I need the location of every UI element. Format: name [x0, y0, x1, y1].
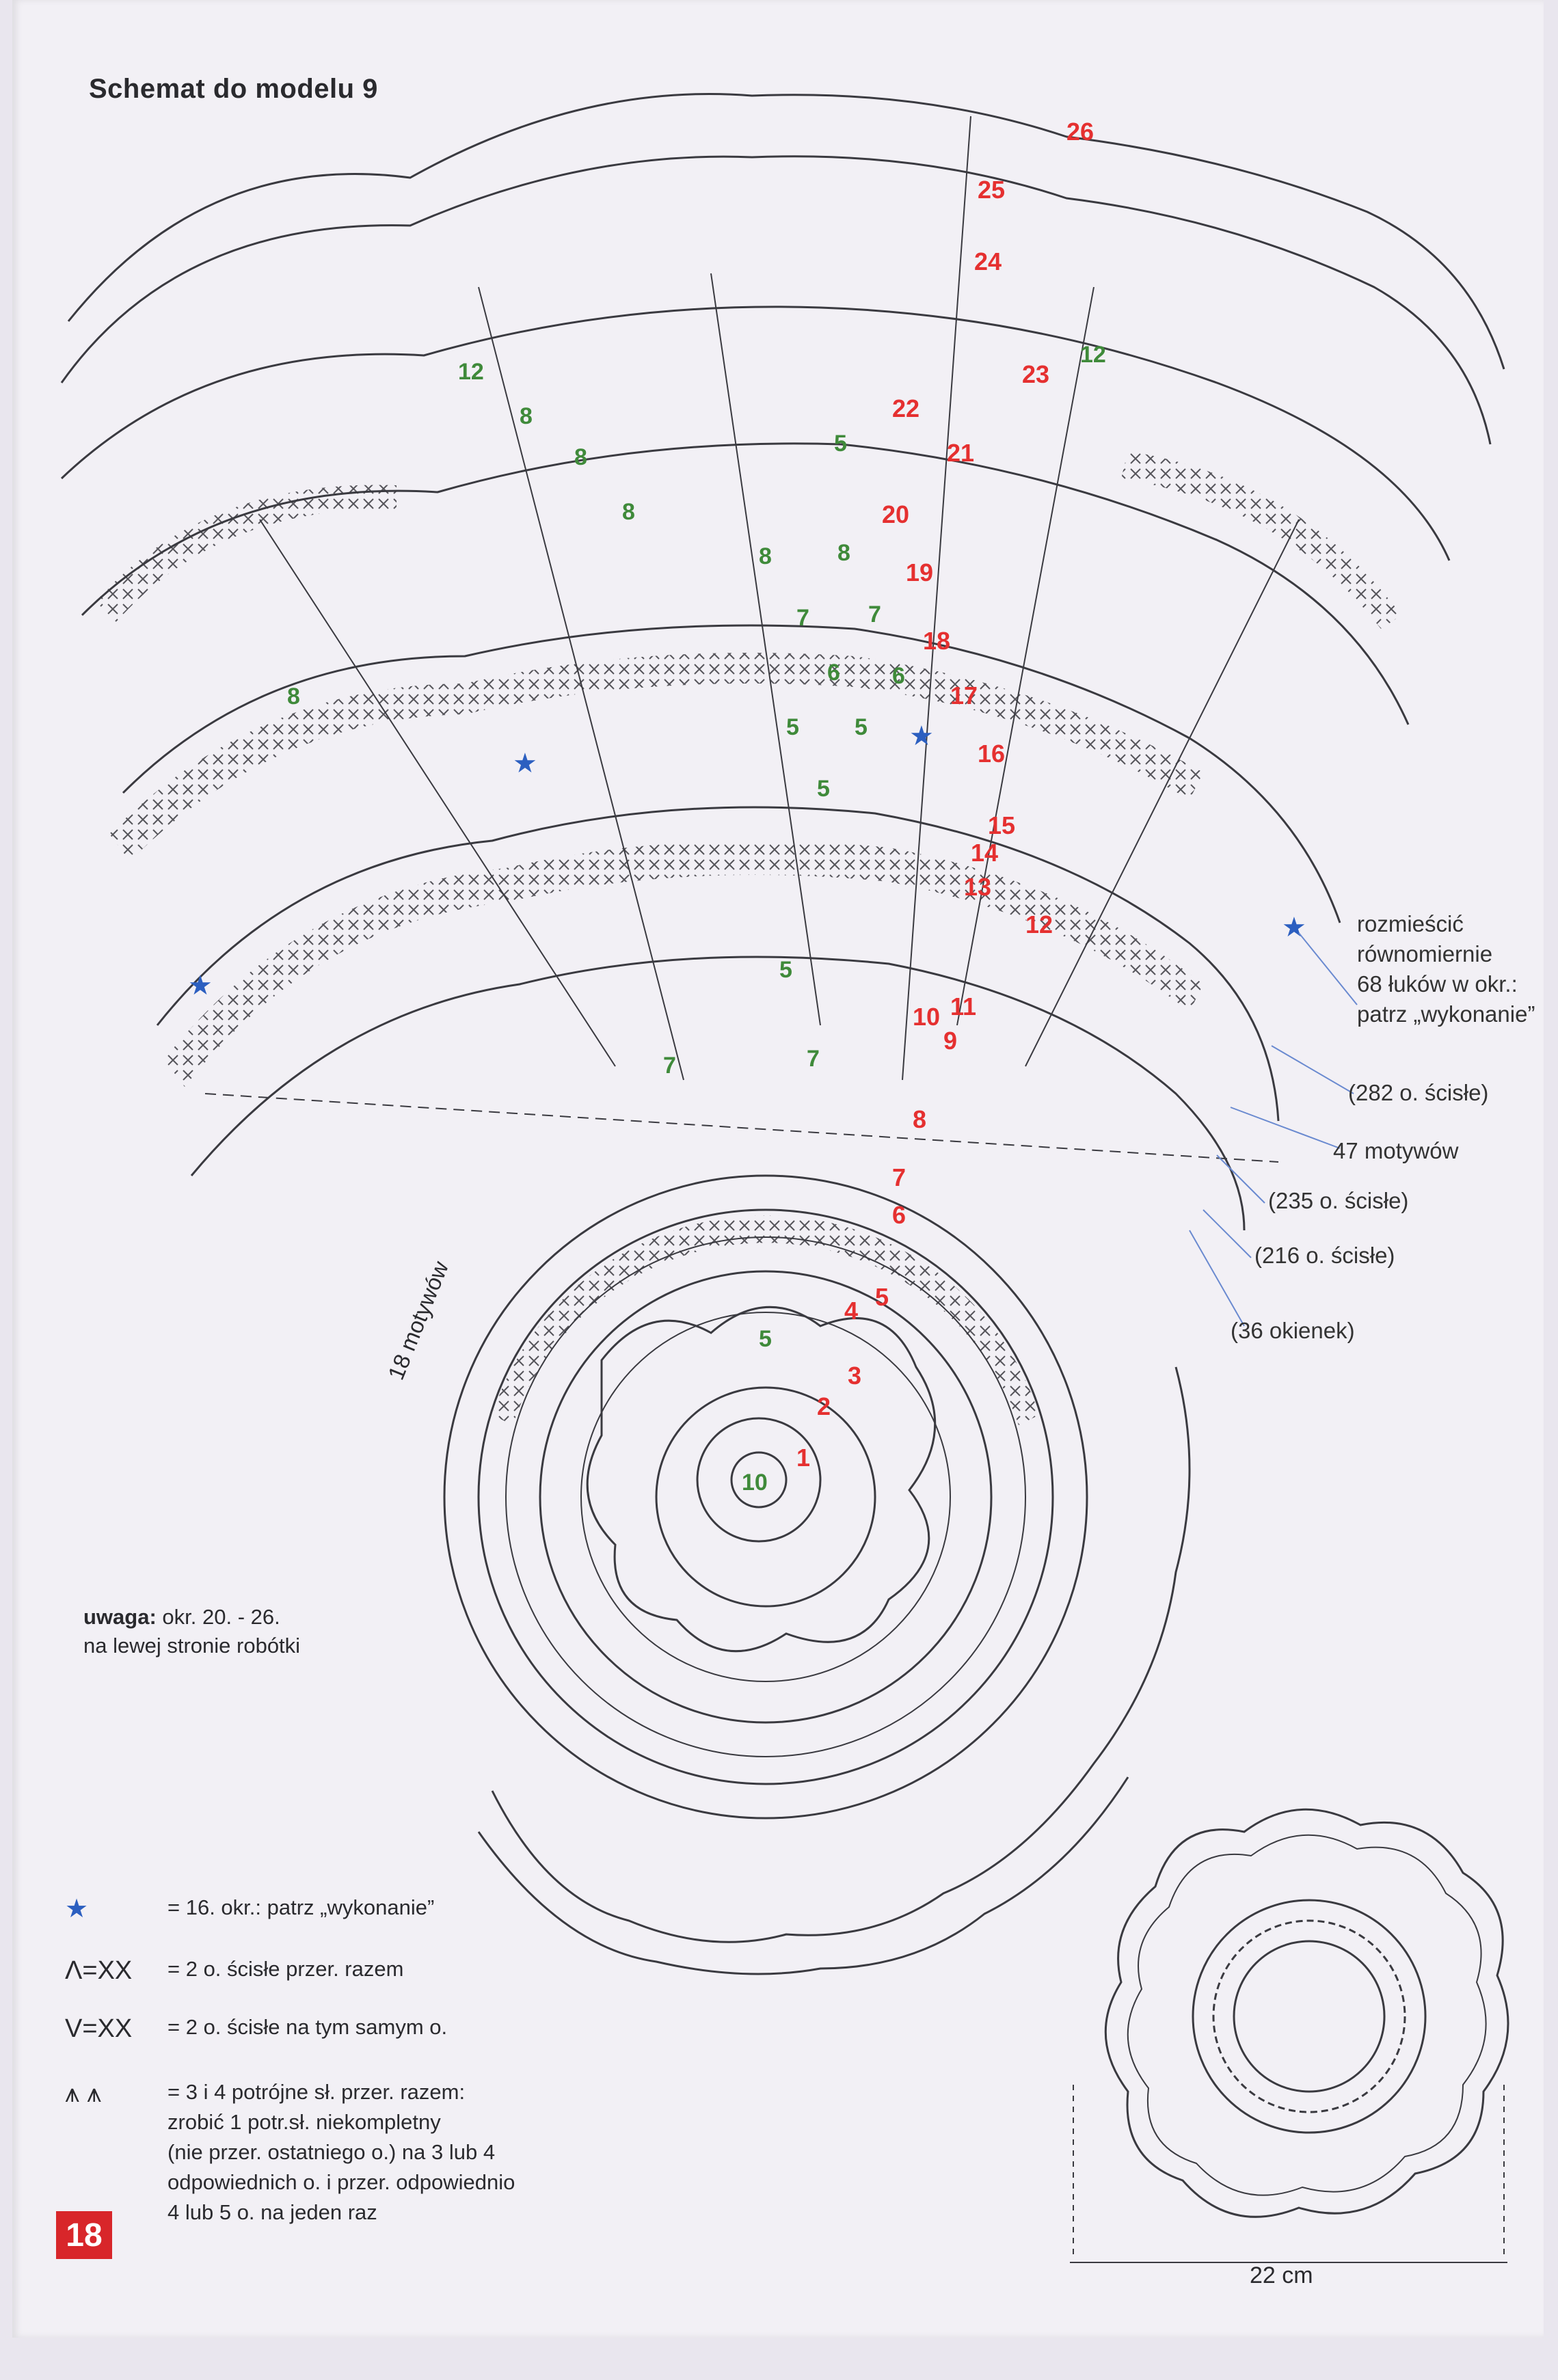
windows-36-label: (36 okienek) [1231, 1318, 1355, 1343]
motif-number: 5 [834, 431, 847, 457]
motif-number: 8 [574, 444, 587, 470]
motif-number: 8 [287, 684, 300, 709]
round-number: 1 [796, 1444, 810, 1472]
page [12, 0, 1544, 2338]
star-icon: ★ [513, 748, 537, 779]
star-icon: ★ [188, 970, 213, 1001]
round-number: 13 [964, 873, 991, 901]
round-number: 21 [947, 439, 974, 467]
round-number: 23 [1022, 360, 1049, 388]
round-number: 5 [875, 1283, 889, 1311]
legend-cluster-line: zrobić 1 potr.sł. niekompletny [167, 2110, 441, 2134]
legend-cluster: ⩚ ⩚= 3 i 4 potrójne sł. przer. razem: [65, 2079, 466, 2108]
round-number: 16 [978, 740, 1005, 768]
note: uwaga: okr. 20. - 26. na lewej stronie r… [83, 1605, 301, 1658]
star-icon: ★ [65, 1894, 89, 1923]
round-number: 12 [1025, 910, 1053, 938]
round-number: 15 [988, 811, 1015, 839]
size-label: 22 cm [1250, 2262, 1313, 2288]
increase-symbol-icon: V=XX [65, 2014, 133, 2043]
round-number: 9 [943, 1027, 957, 1055]
motif-number: 8 [759, 543, 772, 569]
legend-star: ★= 16. okr.: patrz „wykonanie” [65, 1894, 435, 1923]
round-number: 20 [882, 500, 909, 528]
motif-number: 5 [817, 776, 830, 802]
round-number: 8 [913, 1105, 926, 1133]
cluster-stitch-icon: ⩚ ⩚ [65, 2079, 102, 2108]
round-number: 4 [844, 1297, 858, 1325]
motif-number: 5 [855, 714, 868, 740]
motif-number: 10 [742, 1470, 768, 1496]
motif-number: 5 [759, 1326, 772, 1352]
motif-number: 8 [622, 499, 635, 525]
legend-increase: V=XX= 2 o. ścisłe na tym samym o. [65, 2014, 448, 2043]
round-number: 26 [1066, 118, 1094, 146]
star-icon: ★ [909, 720, 934, 752]
page-number: 18 [56, 2211, 112, 2259]
legend-decrease: Λ=XX= 2 o. ścisłe przer. razem [65, 1956, 404, 1985]
distribute-arcs-note: rozmieścić równomiernie 68 łuków w okr.:… [1357, 911, 1535, 1027]
motif-number: 7 [868, 601, 881, 627]
motif-number: 5 [779, 957, 792, 983]
motif-number: 12 [1080, 342, 1106, 368]
sc-216-label: (216 o. ścisłe) [1254, 1243, 1395, 1268]
motif-number: 7 [663, 1053, 676, 1079]
round-number: 11 [950, 992, 976, 1020]
round-number: 3 [848, 1362, 861, 1390]
round-number: 24 [974, 247, 1002, 275]
round-number: 7 [892, 1163, 906, 1191]
motifs-47-label: 47 motywów [1333, 1138, 1459, 1163]
round-number: 17 [950, 681, 978, 709]
legend-cluster-line: odpowiednich o. i przer. odpowiednio [167, 2170, 515, 2194]
round-number: 2 [817, 1392, 831, 1420]
round-number: 19 [906, 558, 933, 586]
motif-number: 5 [786, 714, 799, 740]
motif-number: 6 [892, 663, 905, 689]
page-title: Schemat do modelu 9 [89, 74, 378, 104]
motif-number: 6 [827, 660, 840, 686]
round-number: 22 [892, 394, 919, 422]
round-number: 25 [978, 176, 1005, 204]
motif-number: 7 [807, 1046, 820, 1072]
legend-cluster-line: (nie przer. ostatniego o.) na 3 lub 4 [167, 2140, 496, 2164]
motif-number: 12 [458, 359, 484, 385]
motif-number: 8 [520, 403, 533, 429]
decrease-symbol-icon: Λ=XX [65, 1956, 133, 1985]
sc-282-label: (282 o. ścisłe) [1348, 1080, 1489, 1105]
legend-cluster-line: 4 lub 5 o. na jeden raz [167, 2200, 377, 2224]
round-number: 6 [892, 1201, 906, 1229]
doily-outline-drawing [1070, 1808, 1509, 2263]
motif-number: 8 [837, 540, 850, 566]
round-number: 10 [913, 1003, 940, 1031]
motif-number: 7 [796, 605, 809, 631]
sc-235-label: (235 o. ścisłe) [1268, 1188, 1409, 1213]
round-number: 14 [971, 839, 998, 867]
round-number: 18 [923, 627, 950, 655]
